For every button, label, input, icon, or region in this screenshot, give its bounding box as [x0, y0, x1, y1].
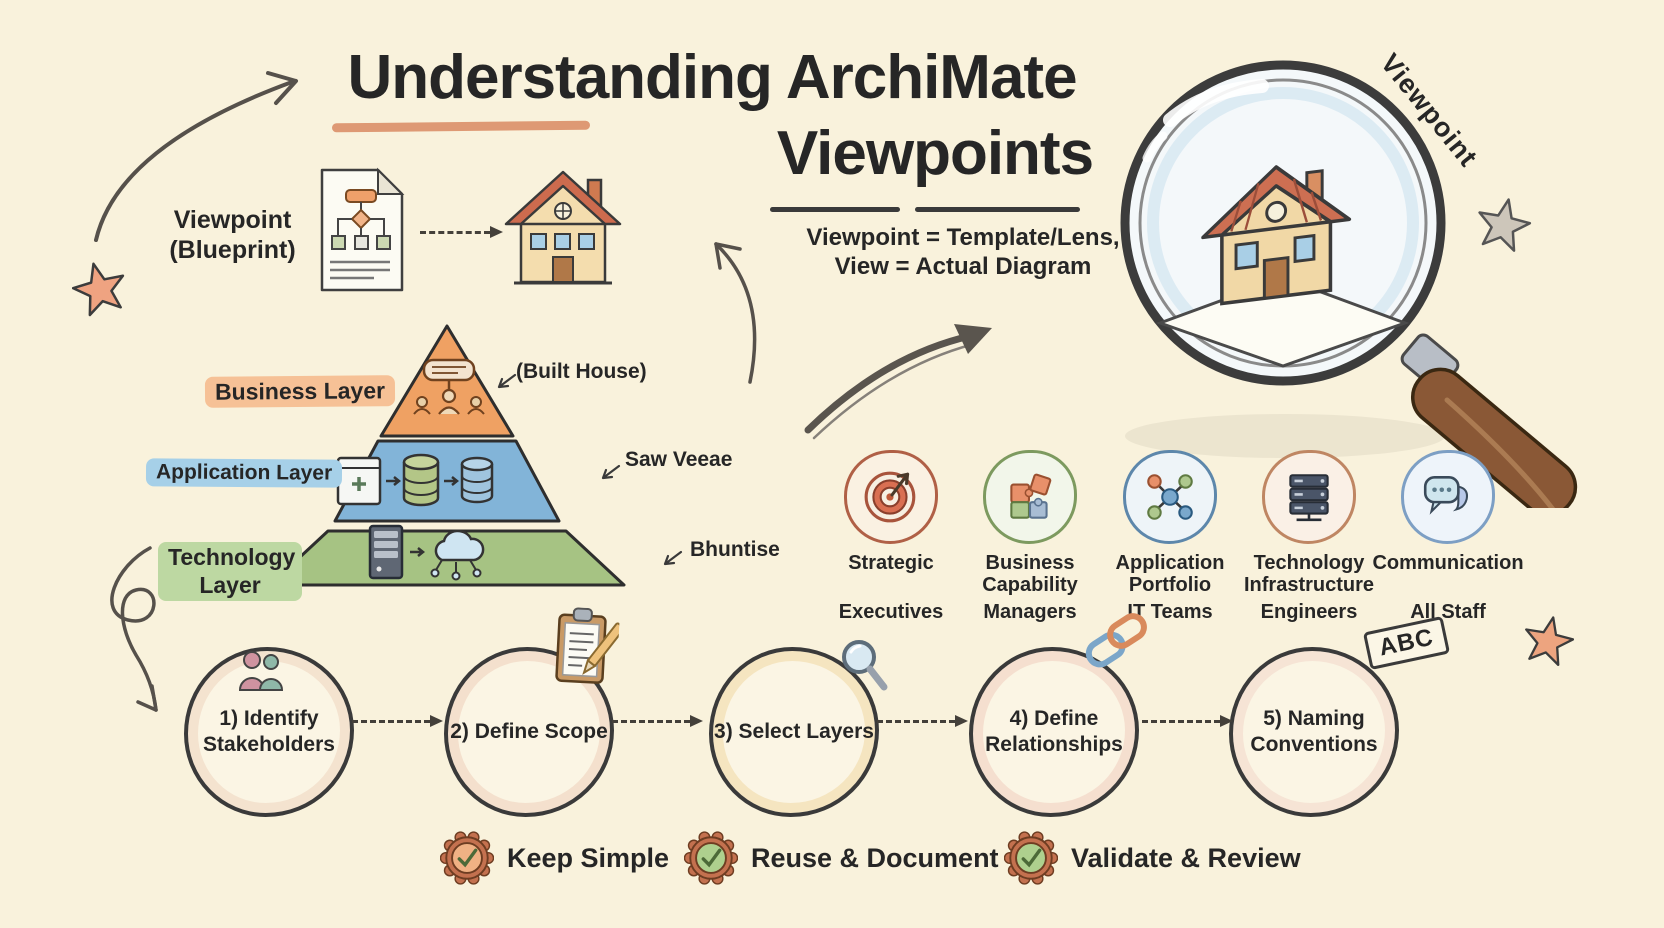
annotation-application: Saw Veeae	[625, 448, 733, 471]
viewpoint-column-communication: Communication All Staff	[1366, 450, 1530, 624]
puzzle-icon	[983, 450, 1077, 544]
process-step-label: 5) Naming Conventions	[1250, 706, 1378, 756]
orange-star-icon	[1525, 616, 1574, 667]
viewpoint-name: Application Portfolio	[1115, 552, 1225, 597]
process-step-1: 1) Identify Stakeholders	[184, 647, 354, 817]
annotation-built-house: (Built House)	[516, 360, 647, 383]
check-badge-icon	[1004, 831, 1058, 885]
viewpoint-name: Technology Infrastructure	[1243, 552, 1375, 597]
process-arrow	[1142, 714, 1233, 727]
blueprint-label-line1: Viewpoint	[173, 206, 292, 234]
check-badge-icon	[440, 831, 494, 885]
annotation-technology: Bhuntise	[690, 538, 780, 561]
subtitle: Viewpoint = Template/Lens, View = Actual…	[763, 224, 1163, 282]
process-step-label: 1) Identify Stakeholders	[203, 706, 335, 756]
viewpoint-audience: IT Teams	[1127, 601, 1213, 623]
title-underline-dark	[915, 207, 1080, 212]
process-arrow	[612, 714, 703, 727]
curved-arrow-top-left	[94, 71, 298, 242]
annotation-arrow-icon	[601, 464, 621, 480]
lens-house-icon	[1201, 165, 1352, 306]
magnifier-icon	[842, 640, 888, 691]
process-arrow	[877, 714, 968, 727]
abc-tag-icon: ABC	[1362, 615, 1451, 671]
viewpoint-audience: Engineers	[1260, 601, 1358, 623]
viewpoint-name: Business Capability	[982, 552, 1078, 597]
chat-bubbles-icon	[1401, 450, 1495, 544]
annotation-arrow-icon	[497, 373, 517, 389]
house-icon	[504, 170, 622, 285]
layers-pyramid	[268, 324, 626, 587]
blueprint-to-house-arrow	[420, 225, 503, 238]
best-practice-validate-review: Validate & Review	[1004, 831, 1301, 885]
best-practice-label: Validate & Review	[1071, 842, 1301, 873]
process-step-4: 4) Define Relationships	[969, 647, 1139, 817]
page-title: Understanding ArchiMate	[347, 43, 1077, 112]
network-icon	[1123, 450, 1217, 544]
page-title-line2: Viewpoints	[776, 119, 1094, 188]
clipboard-icon	[555, 607, 621, 684]
best-practice-reuse-document: Reuse & Document	[684, 831, 999, 885]
process-step-label: 2) Define Scope	[450, 719, 608, 743]
process-step-label: 4) Define Relationships	[985, 706, 1123, 756]
business-layer-label: Business Layer	[204, 375, 396, 408]
target-icon	[844, 450, 938, 544]
application-flow-icons	[336, 453, 494, 507]
viewpoint-name: Communication	[1372, 552, 1524, 574]
process-arrow	[352, 714, 443, 727]
check-badge-icon	[684, 831, 738, 885]
curved-arrow-to-house	[714, 242, 757, 384]
subtitle-line2: View = Actual Diagram	[834, 252, 1092, 280]
viewpoint-column-business-capability: Business Capability Managers	[948, 450, 1112, 624]
annotation-arrow-icon	[663, 550, 683, 566]
viewpoint-column-technology-infrastructure: Technology Infrastructure Engineers	[1227, 450, 1391, 624]
curved-arrow-to-magnifier	[804, 324, 992, 440]
best-practice-label: Reuse & Document	[751, 842, 999, 873]
gray-star-icon	[1478, 198, 1532, 252]
best-practice-keep-simple: Keep Simple	[440, 831, 669, 885]
meeting-icon	[413, 358, 485, 415]
blueprint-label: Viewpoint (Blueprint)	[150, 206, 315, 265]
magnifying-glass-illustration	[1120, 60, 1578, 508]
process-step-label: 3) Select Layers	[714, 719, 874, 743]
application-layer-label: Application Layer	[145, 458, 343, 488]
server-rack-icon	[1262, 450, 1356, 544]
viewpoint-name: Strategic	[848, 552, 934, 574]
title-underline-dark	[770, 207, 900, 212]
chain-link-icon	[1085, 613, 1147, 668]
people-icon	[238, 651, 284, 691]
viewpoint-column-application-portfolio: Application Portfolio IT Teams	[1088, 450, 1252, 624]
viewpoint-audience: Managers	[983, 601, 1077, 623]
viewpoint-audience: Executives	[838, 601, 944, 623]
blueprint-label-line2: (Blueprint)	[169, 235, 296, 264]
process-step-5: 5) Naming Conventions	[1229, 647, 1399, 817]
orange-star-icon	[72, 262, 125, 317]
blueprint-document-icon	[320, 167, 405, 292]
technology-layer-label: Technology Layer	[158, 542, 302, 602]
viewpoint-column-strategic: Strategic Executives	[809, 450, 973, 624]
subtitle-line1: Viewpoint = Template/Lens,	[806, 224, 1120, 251]
best-practice-label: Keep Simple	[507, 842, 670, 873]
process-step-3: 3) Select Layers	[709, 647, 879, 817]
squiggle-arrow-left	[110, 546, 158, 712]
technology-icons	[368, 524, 485, 581]
viewpoint-audience: All Staff	[1410, 601, 1486, 623]
